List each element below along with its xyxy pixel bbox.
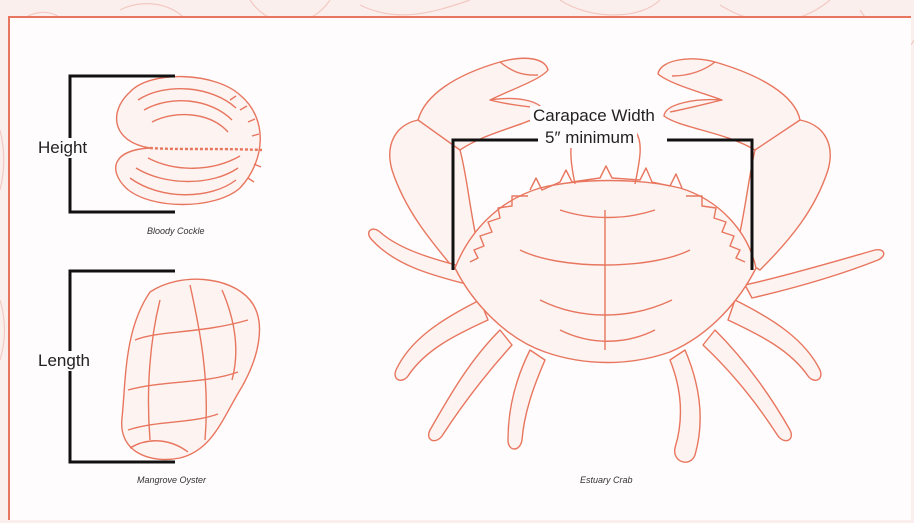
oyster-length-label: Length — [36, 351, 92, 371]
bloody-cockle-drawing — [116, 77, 262, 205]
cockle-caption: Bloody Cockle — [147, 226, 205, 236]
oyster-caption: Mangrove Oyster — [137, 475, 206, 485]
crab-minimum-label: 5″ minimum — [542, 128, 637, 148]
crab-caption: Estuary Crab — [580, 475, 633, 485]
cockle-height-label: Height — [36, 138, 89, 158]
crab-width-label: Carapace Width — [530, 106, 658, 126]
mangrove-oyster-drawing — [122, 279, 260, 459]
